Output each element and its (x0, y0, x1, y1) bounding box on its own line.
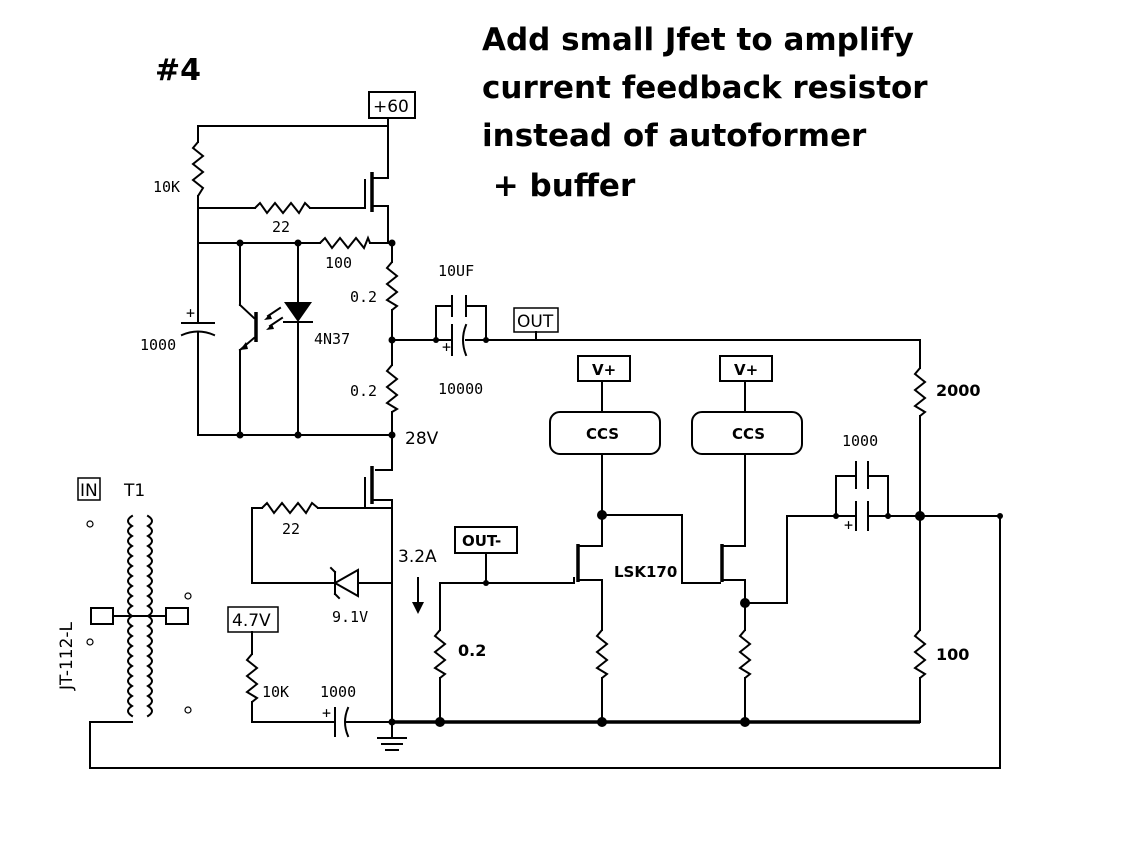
resistor-0-2-upper: 0.2 (350, 261, 399, 311)
c-1000-bottom-label: 1000 (320, 683, 356, 701)
vplus-2-label: V+ (734, 361, 758, 379)
note-line-2: current feedback resistor (482, 70, 928, 106)
ccs-2-label: CCS (732, 425, 765, 443)
note-line-1: Add small Jfet to amplify (482, 22, 914, 58)
in-label: IN (80, 481, 98, 501)
out-label: OUT (517, 312, 554, 332)
c-10000-label: 10000 (438, 380, 483, 398)
wiring-bottom-return (89, 515, 1001, 769)
sense-resistor-section: OUT- 0.2 (433, 526, 575, 723)
opto-label: 4N37 (314, 330, 350, 348)
ground-symbol (377, 721, 407, 751)
t1-label: T1 (123, 481, 145, 501)
resistor-22-bottom: 22 (261, 501, 319, 538)
wiring-ground-rail-right (392, 717, 920, 727)
svg-text:+: + (844, 516, 853, 534)
mosfet-lower (364, 434, 393, 509)
r-0-2-upper-label: 0.2 (350, 288, 377, 306)
schematic-number: #4 (155, 53, 201, 88)
capacitor-1000-left: + 1000 (140, 242, 216, 436)
c-1000-right-label: 1000 (842, 432, 878, 450)
jfet-label: LSK170 (614, 563, 677, 581)
ccs-1-label: CCS (586, 425, 619, 443)
resistor-0-2-lower: 0.2 (350, 364, 399, 413)
v28-label: 28V (405, 429, 439, 449)
transformer-label: JT-112-L (57, 621, 77, 691)
resistor-22-top: 22 (254, 201, 311, 236)
r-100-label: 100 (325, 254, 352, 272)
output-capacitors: + 10UF 10000 (391, 262, 921, 398)
mosfet-upper (364, 125, 389, 244)
v47-label: 4.7V (232, 611, 271, 631)
svg-text:+: + (442, 338, 451, 356)
current-indicator: 3.2A (398, 547, 437, 614)
current-label: 3.2A (398, 547, 437, 567)
supply-label: +60 (373, 97, 409, 117)
c-1000-left-label: 1000 (140, 336, 176, 354)
jfet-pair-lsk170: LSK170 (573, 514, 752, 723)
resistor-100: 100 (319, 235, 371, 272)
ccs-left: V+ CCS (549, 355, 661, 520)
r-10k-bottom-label: 10K (262, 683, 289, 701)
zener-diode: 9.1V (329, 566, 368, 626)
input-transformer: IN T1 JT-112-L (57, 477, 192, 718)
out-terminal: OUT (513, 307, 559, 341)
ccs-right: V+ CCS (691, 355, 803, 547)
svg-text:+: + (186, 304, 195, 322)
svg-text:+: + (322, 704, 331, 722)
resistor-10k-top: 10K (153, 141, 205, 197)
r-10k-top-label: 10K (153, 178, 180, 196)
r-100-right-label: 100 (936, 645, 969, 664)
note-line-3: instead of autoformer (482, 118, 867, 154)
r-2000-label: 2000 (936, 381, 981, 400)
note-line-4: + buffer (482, 168, 636, 204)
wiring-rail-508 (251, 507, 396, 726)
r-0-2-sense-label: 0.2 (458, 641, 486, 660)
wiring-rail-435: 28V (197, 429, 439, 449)
feedback-network: + 1000 2000 100 (744, 339, 1003, 723)
r-0-2-lower-label: 0.2 (350, 382, 377, 400)
bias-network: 4.7V 10K + 1000 (227, 606, 393, 738)
c-10uf-label: 10UF (438, 262, 474, 280)
r-22-top-label: 22 (272, 218, 290, 236)
zener-label: 9.1V (332, 608, 368, 626)
supply-terminal: +60 (368, 91, 416, 119)
wiring-top (197, 117, 389, 244)
vplus-1-label: V+ (592, 361, 616, 379)
optocoupler-4n37: 4N37 (238, 242, 350, 436)
r-22-bottom-label: 22 (282, 520, 300, 538)
out-minus-label: OUT- (462, 532, 501, 550)
